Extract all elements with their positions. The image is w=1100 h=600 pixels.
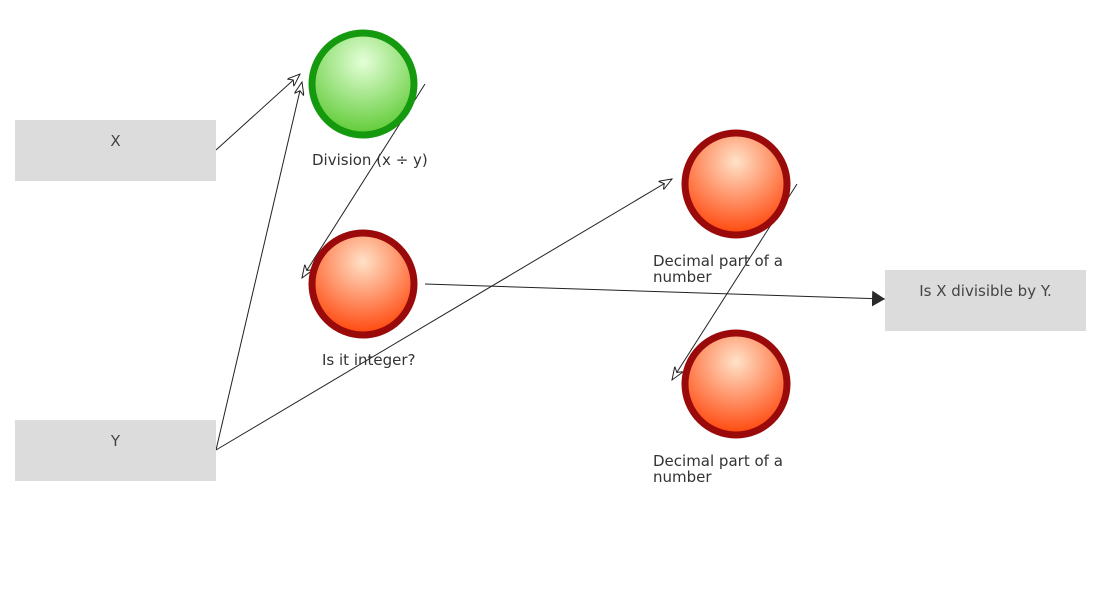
input-y-label: Y [110, 432, 121, 450]
edge-x-to-division [215, 74, 300, 151]
node-decimal-1[interactable] [681, 129, 791, 239]
output-label: Is X divisible by Y. [919, 282, 1052, 300]
input-y-box[interactable]: Y [15, 420, 216, 481]
output-box[interactable]: Is X divisible by Y. [885, 270, 1086, 331]
edge-integer-to-output [424, 283, 886, 307]
node-is-integer[interactable] [308, 229, 418, 339]
node-decimal-2-label: Decimal part of a number [653, 452, 783, 486]
node-is-integer-label: Is it integer? [322, 351, 416, 369]
node-decimal-1-label: Decimal part of a number [653, 252, 783, 286]
node-division[interactable] [308, 29, 418, 139]
node-division-label: Division (x ÷ y) [312, 151, 428, 169]
edge-y-to-decimal1 [215, 179, 672, 451]
edge-y-to-division [215, 82, 302, 451]
node-decimal-2[interactable] [681, 329, 791, 439]
input-x-box[interactable]: X [15, 120, 216, 181]
input-x-label: X [110, 132, 121, 150]
